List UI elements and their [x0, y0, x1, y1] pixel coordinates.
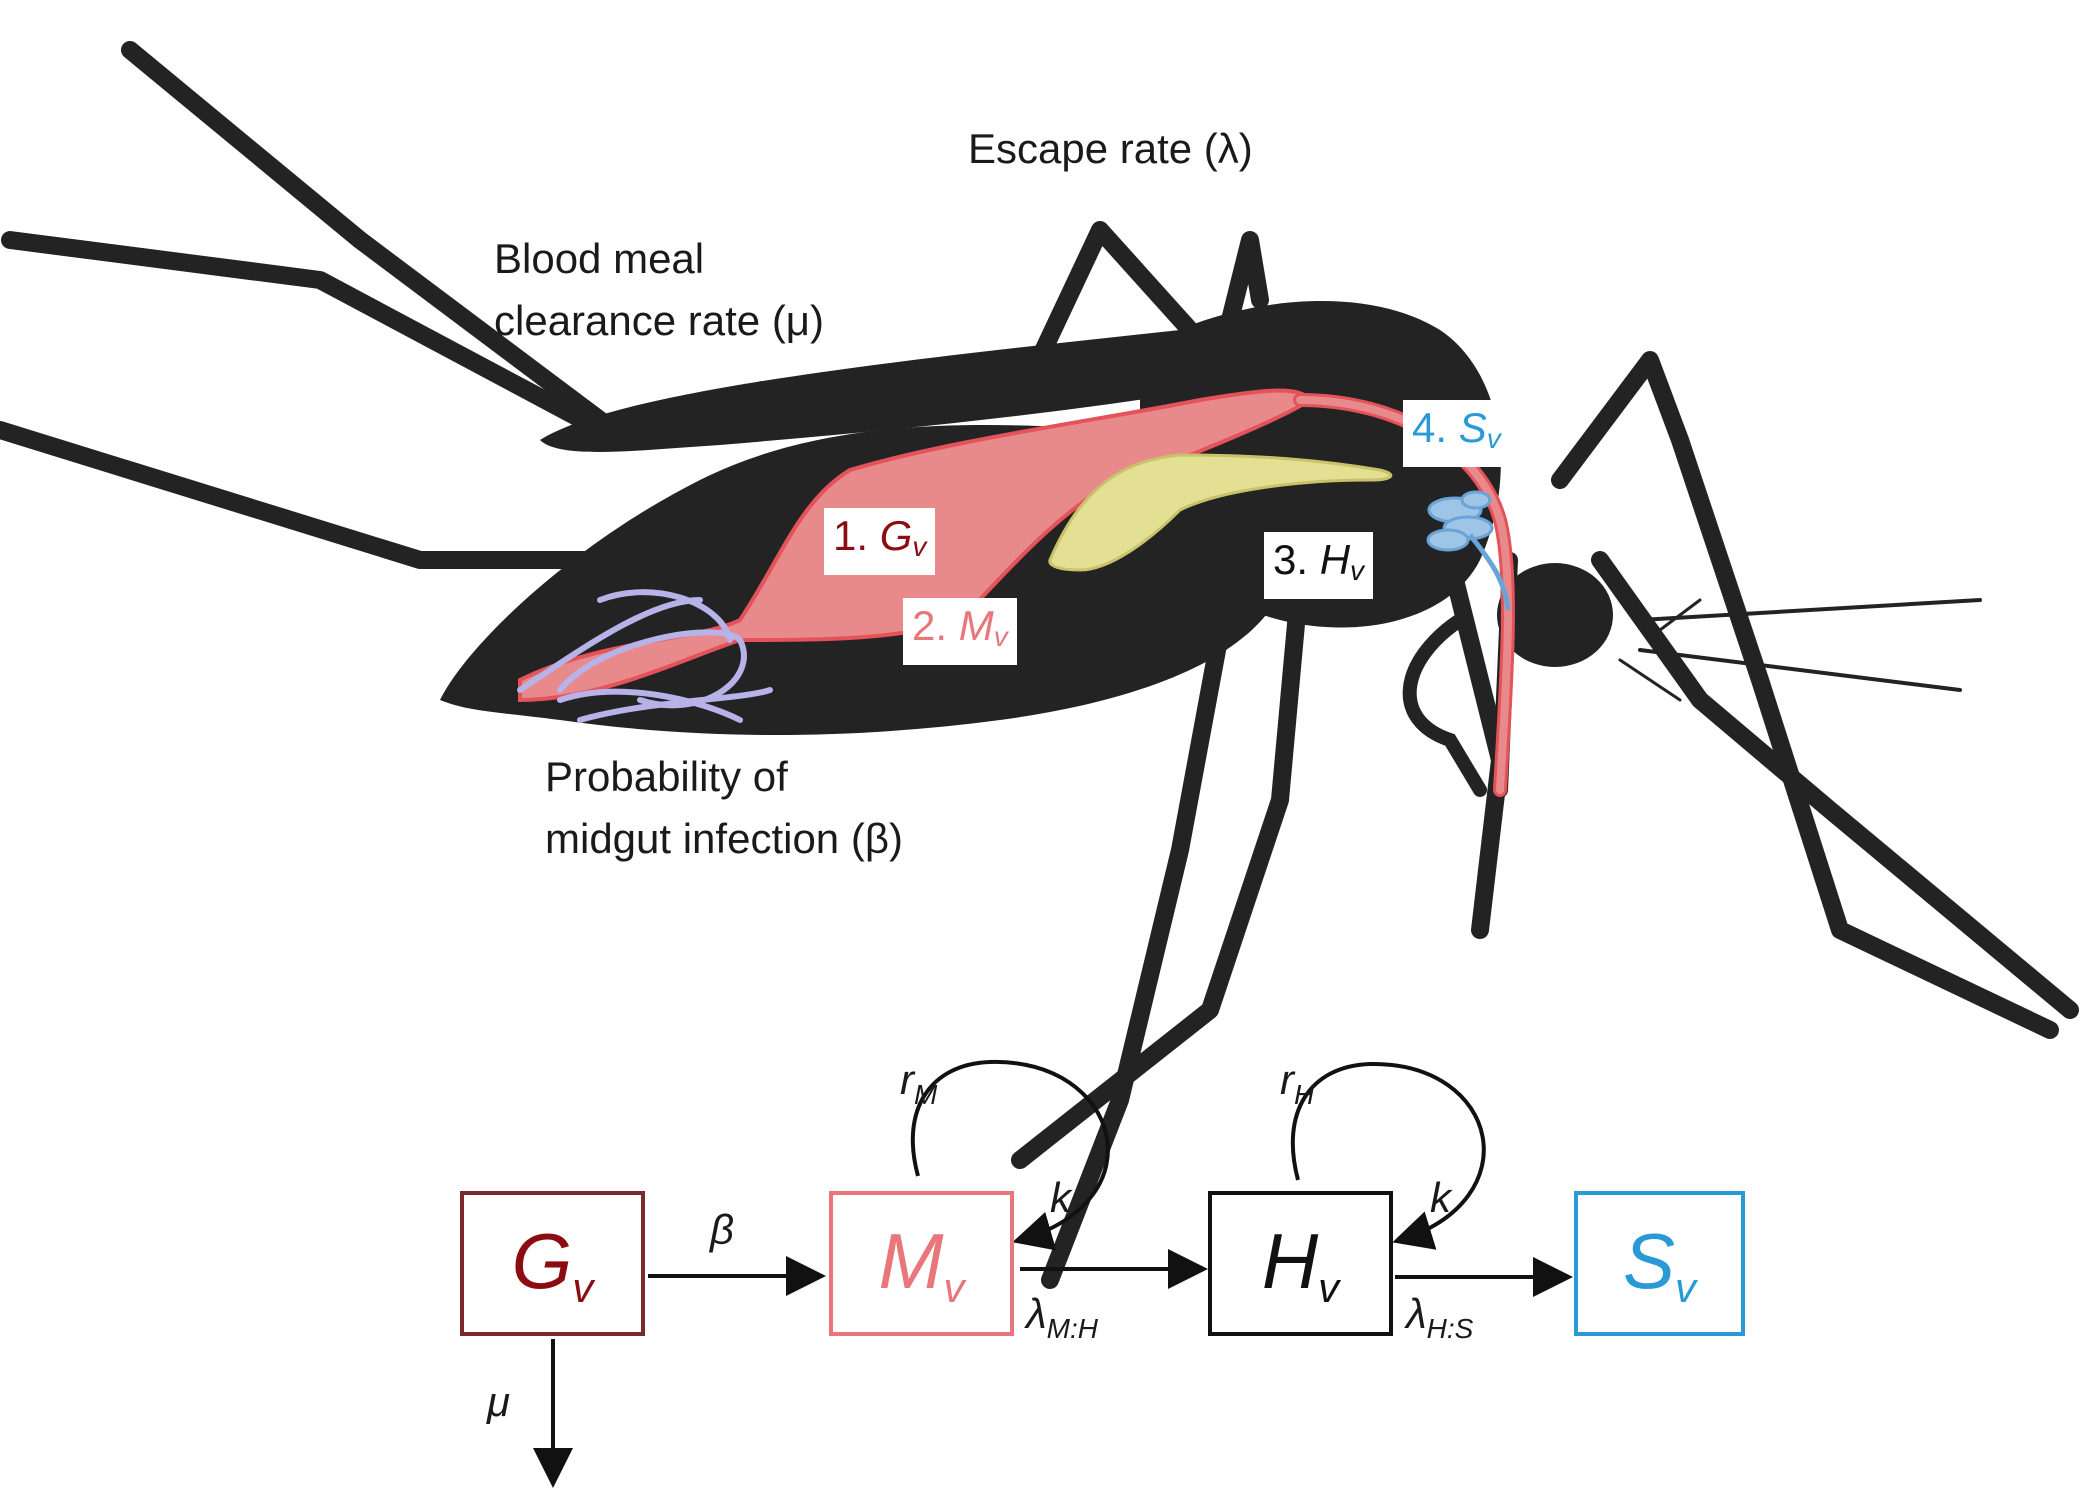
- tag-h-v: 3. Hv: [1264, 532, 1374, 599]
- mosquito-legs: [0, 41, 2079, 1289]
- tag-s-v-sub: v: [1486, 423, 1501, 454]
- tag-g-v-num: 1.: [833, 512, 869, 559]
- tag-g-v-sym: G: [879, 512, 913, 559]
- tag-h-v-sym: H: [1319, 536, 1351, 583]
- tag-g-v: 1. Gv: [824, 508, 936, 575]
- flow-arrows: [533, 1059, 1573, 1488]
- tag-s-v-num: 4.: [1412, 404, 1448, 451]
- rate-beta: β: [710, 1206, 734, 1253]
- compartment-s-v-label: Sv: [1622, 1216, 1697, 1311]
- malpighian-tubules: [517, 589, 773, 723]
- compartment-m-v: Mv: [829, 1191, 1014, 1336]
- compartment-g-v: Gv: [460, 1191, 645, 1336]
- blood-meal-label-line1: Blood meal: [494, 235, 705, 282]
- compartment-s-v: Sv: [1574, 1191, 1745, 1336]
- mosquito-palp: [1402, 613, 1487, 797]
- compartment-m-v-label: Mv: [878, 1216, 965, 1311]
- crop-organ: [1048, 453, 1393, 572]
- tag-m-v-num: 2.: [912, 602, 948, 649]
- rate-lambda-hs: λH:S: [1406, 1290, 1474, 1344]
- rate-r-m: rM: [900, 1056, 938, 1110]
- mosquito-wing: [540, 329, 1276, 452]
- tag-m-v: 2. Mv: [903, 598, 1017, 665]
- rate-k-h: k: [1430, 1174, 1451, 1221]
- escape-rate-label: Escape rate (λ): [968, 125, 1253, 172]
- rate-mu: μ: [487, 1378, 511, 1425]
- tag-s-v: 4. Sv: [1403, 400, 1510, 467]
- compartment-g-v-label: Gv: [511, 1216, 594, 1311]
- tag-s-v-sym: S: [1458, 404, 1487, 451]
- blood-meal-label-line2: clearance rate (μ): [494, 297, 824, 344]
- tag-g-v-sub: v: [912, 531, 927, 562]
- salivary-glands: [1426, 490, 1494, 552]
- tag-h-v-num: 3.: [1273, 536, 1309, 583]
- antennae: [1618, 598, 1982, 702]
- rate-r-h: rH: [1280, 1056, 1315, 1110]
- tag-h-v-sub: v: [1350, 555, 1365, 586]
- tag-m-v-sym: M: [958, 602, 994, 649]
- compartment-h-v: Hv: [1208, 1191, 1393, 1336]
- rate-lambda-mh: λM:H: [1026, 1290, 1098, 1344]
- probability-label-line2: midgut infection (β): [545, 815, 903, 862]
- mosquito-head: [1497, 563, 1613, 667]
- tag-m-v-sub: v: [993, 621, 1008, 652]
- probability-label-line1: Probability of: [545, 753, 788, 800]
- compartment-h-v-label: Hv: [1261, 1216, 1340, 1311]
- rate-k-m: k: [1050, 1174, 1071, 1221]
